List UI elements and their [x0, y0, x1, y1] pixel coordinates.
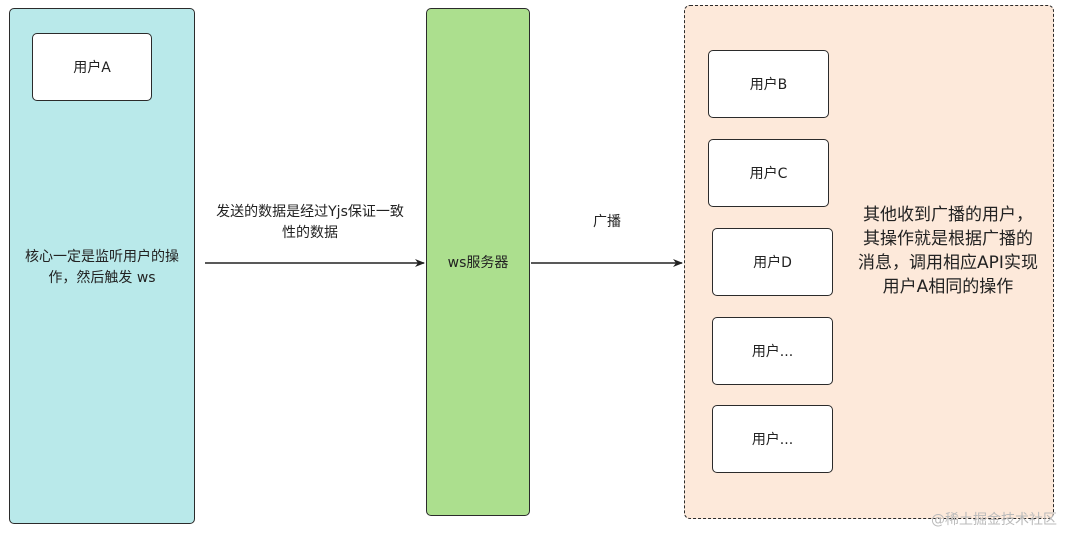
user-more-label-1: 用户...	[751, 344, 794, 360]
user-c-box: 用户C	[708, 139, 829, 207]
user-b-box: 用户B	[708, 50, 829, 118]
send-arrow-label: 发送的数据是经过Yjs保证一致性的数据	[216, 204, 404, 241]
broadcast-arrow-label: 广播	[593, 214, 621, 230]
user-a-label: 用户A	[73, 60, 111, 76]
ws-server-label: ws服务器	[447, 255, 509, 271]
user-more-box-2: 用户...	[712, 405, 833, 473]
user-a-box: 用户A	[32, 33, 152, 101]
ws-server-panel	[426, 8, 530, 516]
user-d-label: 用户D	[753, 255, 792, 271]
user-c-label: 用户C	[749, 166, 788, 182]
user-more-label-2: 用户...	[751, 432, 794, 448]
user-b-label: 用户B	[749, 77, 788, 93]
user-a-description: 核心一定是监听用户的操作，然后触发 ws	[25, 249, 179, 286]
other-users-description: 其他收到广播的用户，其操作就是根据广播的消息，调用相应API实现用户A相同的操作	[858, 205, 1038, 297]
watermark: @稀土掘金技术社区	[931, 512, 1057, 528]
user-d-box: 用户D	[712, 228, 833, 296]
user-more-box-1: 用户...	[712, 317, 833, 385]
